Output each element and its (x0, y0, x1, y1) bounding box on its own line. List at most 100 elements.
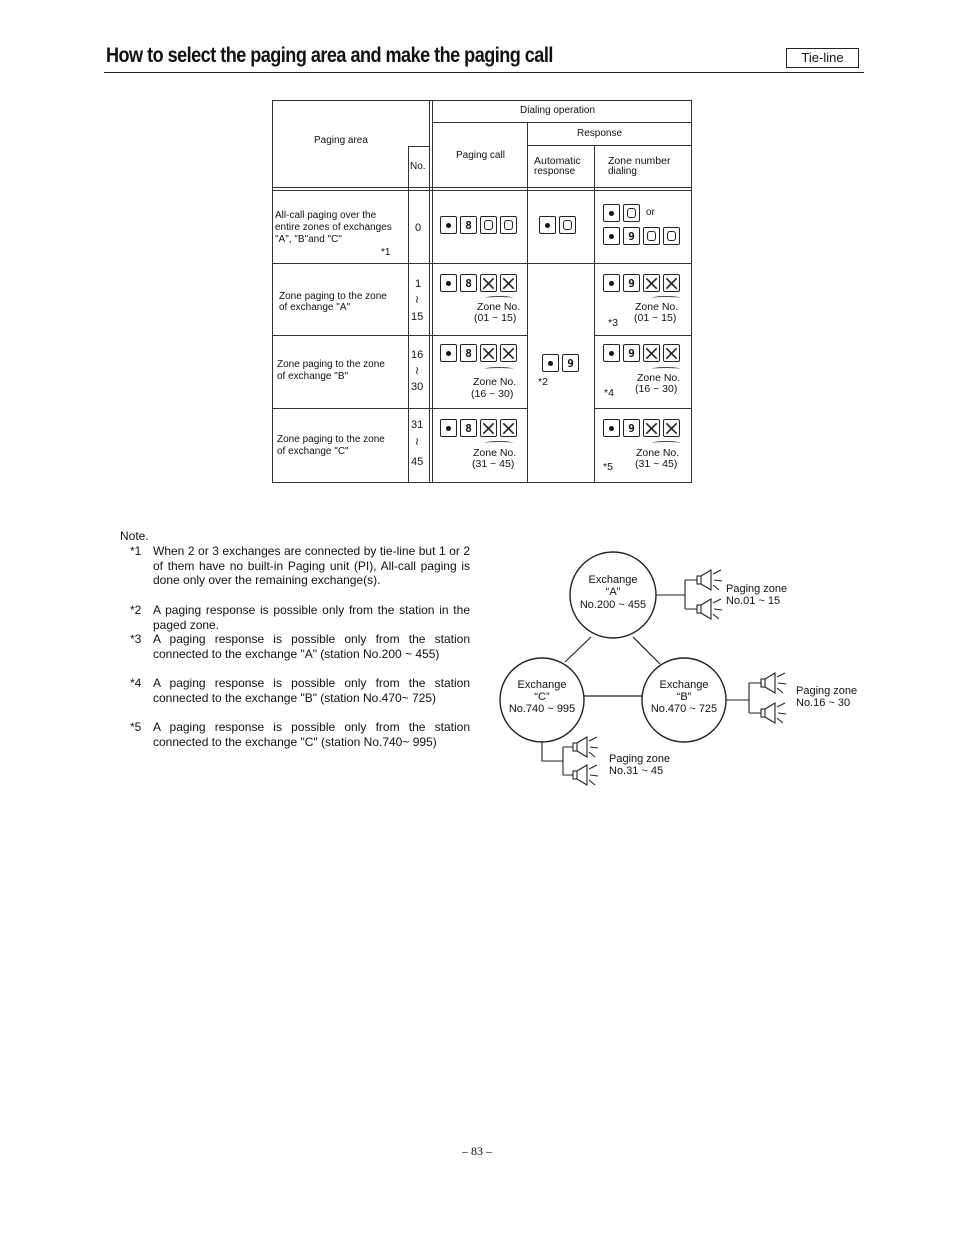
paging-zone-a-label-2: No.01 ~ 15 (726, 595, 780, 607)
note-4-text: A paging response is possible only from … (153, 676, 470, 705)
speaker-icon (572, 742, 578, 752)
x-key-icon (480, 274, 497, 292)
tie-line-tag: Tie-line (786, 48, 859, 68)
note-4: *4 A paging response is possible only fr… (130, 676, 470, 705)
x-key-icon (480, 419, 497, 437)
paging-zone-b-label-2: No.16 ~ 30 (796, 697, 850, 709)
speaker-icon (760, 678, 766, 688)
row2-zone-star: *3 (608, 317, 618, 329)
header-zone-number: Zone number (608, 155, 671, 167)
speaker-icon (696, 575, 702, 585)
header-response: Response (577, 128, 623, 139)
header-no: No. (410, 161, 426, 172)
dot-key-icon (603, 419, 620, 437)
row4-zone-range: (31 ~ 45) (635, 458, 678, 470)
row3-no-bot: 30 (411, 381, 424, 393)
row3-area-line1: Zone paging to the zone (277, 359, 385, 370)
page-title: How to select the paging area and make t… (106, 44, 553, 67)
x-key-icon (663, 274, 680, 292)
row4-call-label: Zone No. (473, 447, 517, 459)
header-paging-area: Paging area (314, 135, 368, 146)
row2-area-line1: Zone paging to the zone (279, 291, 387, 302)
note-5-text: A paging response is possible only from … (153, 720, 470, 749)
row3-no-top: 16 (411, 349, 424, 361)
dot-key-icon (539, 216, 556, 234)
speaker-group-b (726, 672, 787, 724)
note-1: *1 When 2 or 3 exchanges are connected b… (130, 544, 470, 588)
speaker-icon (760, 708, 766, 718)
note-5: *5 A paging response is possible only fr… (130, 720, 470, 749)
digit-9-key-icon: 9 (623, 227, 640, 245)
title-rule (104, 72, 864, 73)
row3-auto-star: *2 (538, 376, 548, 388)
row4-no-mid: ≀ (415, 436, 420, 448)
header-response-sub: response (534, 166, 576, 177)
row4-zone-keys: 9 (603, 419, 680, 437)
link-a-b (632, 636, 661, 665)
exchange-c-label-1: Exchange (518, 679, 567, 691)
row3-zone-label: Zone No. (637, 372, 681, 384)
x-key-icon (643, 419, 660, 437)
response-auto-keys: 9 (542, 354, 579, 372)
x-key-icon (500, 419, 517, 437)
exchange-b-label-1: Exchange (660, 679, 709, 691)
digit-0-key-icon (643, 227, 660, 245)
x-key-icon (500, 344, 517, 362)
exchange-network-diagram: Exchange “A” No.200 ~ 455 Exchange “C” N… (499, 551, 857, 786)
row2-zone-keys: 9 (603, 274, 680, 292)
row3-call-range: (16 ~ 30) (471, 388, 514, 400)
digit-0-key-icon (559, 216, 576, 234)
exchange-c-label-3: No.740 ~ 995 (509, 703, 575, 715)
row1-zone-keys-a (603, 204, 640, 222)
dot-key-icon (542, 354, 559, 372)
row3-call-keys: 8 (440, 344, 517, 362)
digit-8-key-icon: 8 (460, 419, 477, 437)
digit-9-key-icon: 9 (623, 274, 640, 292)
row3-call-label: Zone No. (473, 376, 517, 388)
header-dialing-sub: dialing (608, 166, 637, 177)
dot-key-icon (603, 227, 620, 245)
row2-call-label: Zone No. (477, 301, 521, 313)
dot-key-icon (440, 344, 457, 362)
dot-key-icon (440, 274, 457, 292)
x-key-icon (663, 419, 680, 437)
row4-zone-star: *5 (603, 461, 613, 473)
row3-zone-keys: 9 (603, 344, 680, 362)
row1-or: or (646, 207, 655, 218)
row1-area-line3: "A", "B"and "C" (275, 234, 342, 245)
x-key-icon (500, 274, 517, 292)
paging-zone-c-label-2: No.31 ~ 45 (609, 765, 663, 777)
speaker-icon (696, 604, 702, 614)
note-2: *2 A paging response is possible only fr… (130, 603, 470, 632)
row4-area-line1: Zone paging to the zone (277, 434, 385, 445)
row4-call-range: (31 ~ 45) (472, 458, 515, 470)
dot-key-icon (440, 419, 457, 437)
note-1-mark: *1 (130, 544, 142, 558)
row1-star: *1 (381, 247, 391, 258)
x-key-icon (643, 274, 660, 292)
digit-0-key-icon (500, 216, 517, 234)
exchange-c-label-2: “C” (534, 691, 550, 703)
row4-no-top: 31 (411, 419, 424, 431)
digit-9-key-icon: 9 (623, 419, 640, 437)
note-heading: Note. (120, 529, 149, 543)
paging-zone-c-label-1: Paging zone (609, 753, 670, 765)
note-3-mark: *3 (130, 632, 142, 646)
digit-8-key-icon: 8 (460, 344, 477, 362)
row2-zone-label: Zone No. (635, 301, 679, 313)
exchange-b-label-2: “B” (677, 691, 692, 703)
row2-no-top: 1 (415, 278, 422, 290)
speaker-group-c (541, 736, 599, 786)
row4-zone-label: Zone No. (636, 447, 680, 459)
row1-area-line2: entire zones of exchanges (275, 222, 392, 233)
x-key-icon (663, 344, 680, 362)
dot-key-icon (603, 204, 620, 222)
speaker-group-a (656, 569, 723, 620)
row1-call-keys: 8 (440, 216, 517, 234)
row1-area-line1: All-call paging over the (275, 210, 377, 221)
note-2-text: A paging response is possible only from … (153, 603, 470, 632)
note-5-mark: *5 (130, 720, 142, 734)
row3-area-line2: of exchange "B" (277, 371, 349, 382)
note-2-mark: *2 (130, 603, 142, 617)
row2-call-keys: 8 (440, 274, 517, 292)
